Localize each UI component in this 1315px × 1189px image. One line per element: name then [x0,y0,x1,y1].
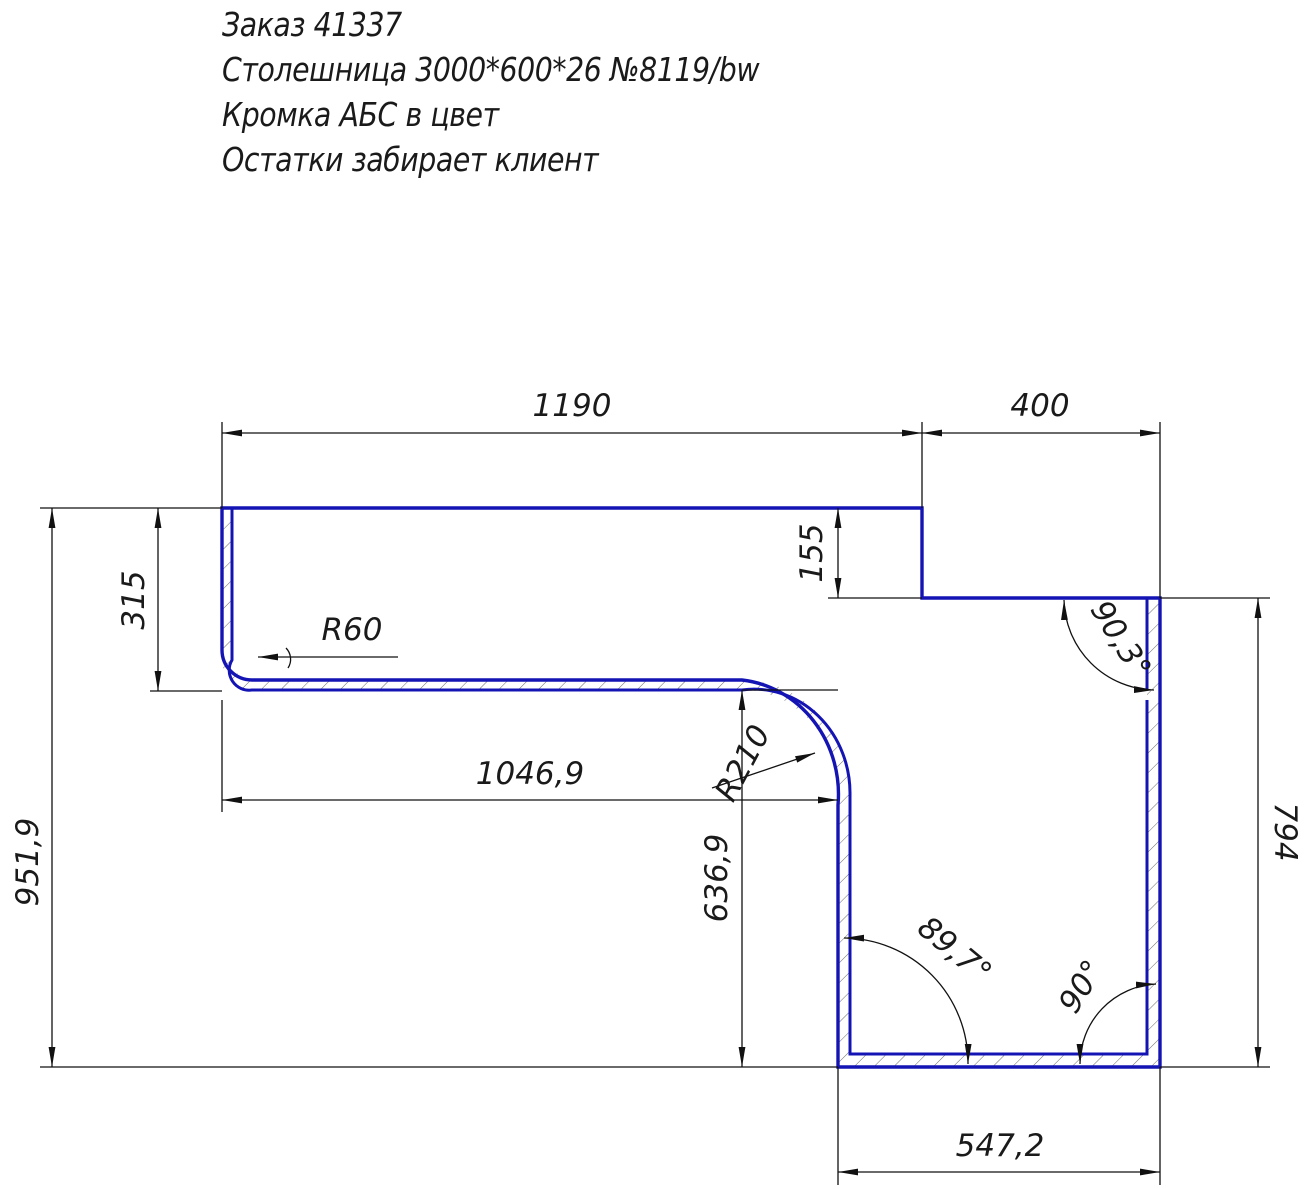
dim-155: 155 [794,508,922,599]
dim-315: 315 [116,508,222,692]
remains-note: Остатки забирает клиент [222,140,599,179]
dim-794: 794 [1160,597,1303,1068]
dim-label-1046-9: 1046,9 [476,756,584,792]
edge-inner-line [227,508,1149,1056]
angle-label-89-7: 89,7° [910,909,998,991]
radius-r210-leader: R210 [708,719,816,807]
dim-label-636-9: 636,9 [699,834,735,923]
dim-label-547-2: 547,2 [956,1128,1045,1164]
dim-label-794: 794 [1267,802,1303,861]
order-notes: Заказ 41337 Столешница 3000*600*26 №8119… [222,2,760,182]
dim-951-9: 951,9 [10,507,838,1068]
dim-636-9: 636,9 [699,689,838,1067]
dim-label-315: 315 [116,570,152,629]
angle-90-3: 90,3° [1061,594,1158,693]
radius-r60-leader: R60 [258,612,398,669]
angle-89-7: 89,7° [843,909,998,1065]
dim-1190: 1190 [221,388,923,508]
angle-label-90: 90° [1052,954,1112,1020]
order-number: Заказ 41337 [222,5,402,44]
dim-label-951-9: 951,9 [10,818,46,907]
radius-label-r210: R210 [708,719,778,807]
dim-1046-9: 1046,9 [221,700,838,812]
worktop-spec: Столешница 3000*600*26 №8119/bw [222,50,760,89]
dim-400: 400 [922,388,1161,598]
angle-90: 90° [1052,954,1157,1065]
worktop-outline [220,506,1162,1069]
radius-label-r60: R60 [322,612,383,648]
edge-spec: Кромка АБС в цвет [222,95,499,134]
dim-label-400: 400 [1010,388,1069,424]
dim-547-2: 547,2 [837,1067,1161,1185]
dim-label-1190: 1190 [533,388,612,424]
edge-banding-hatch [222,508,1160,1067]
dim-label-155: 155 [794,523,830,582]
